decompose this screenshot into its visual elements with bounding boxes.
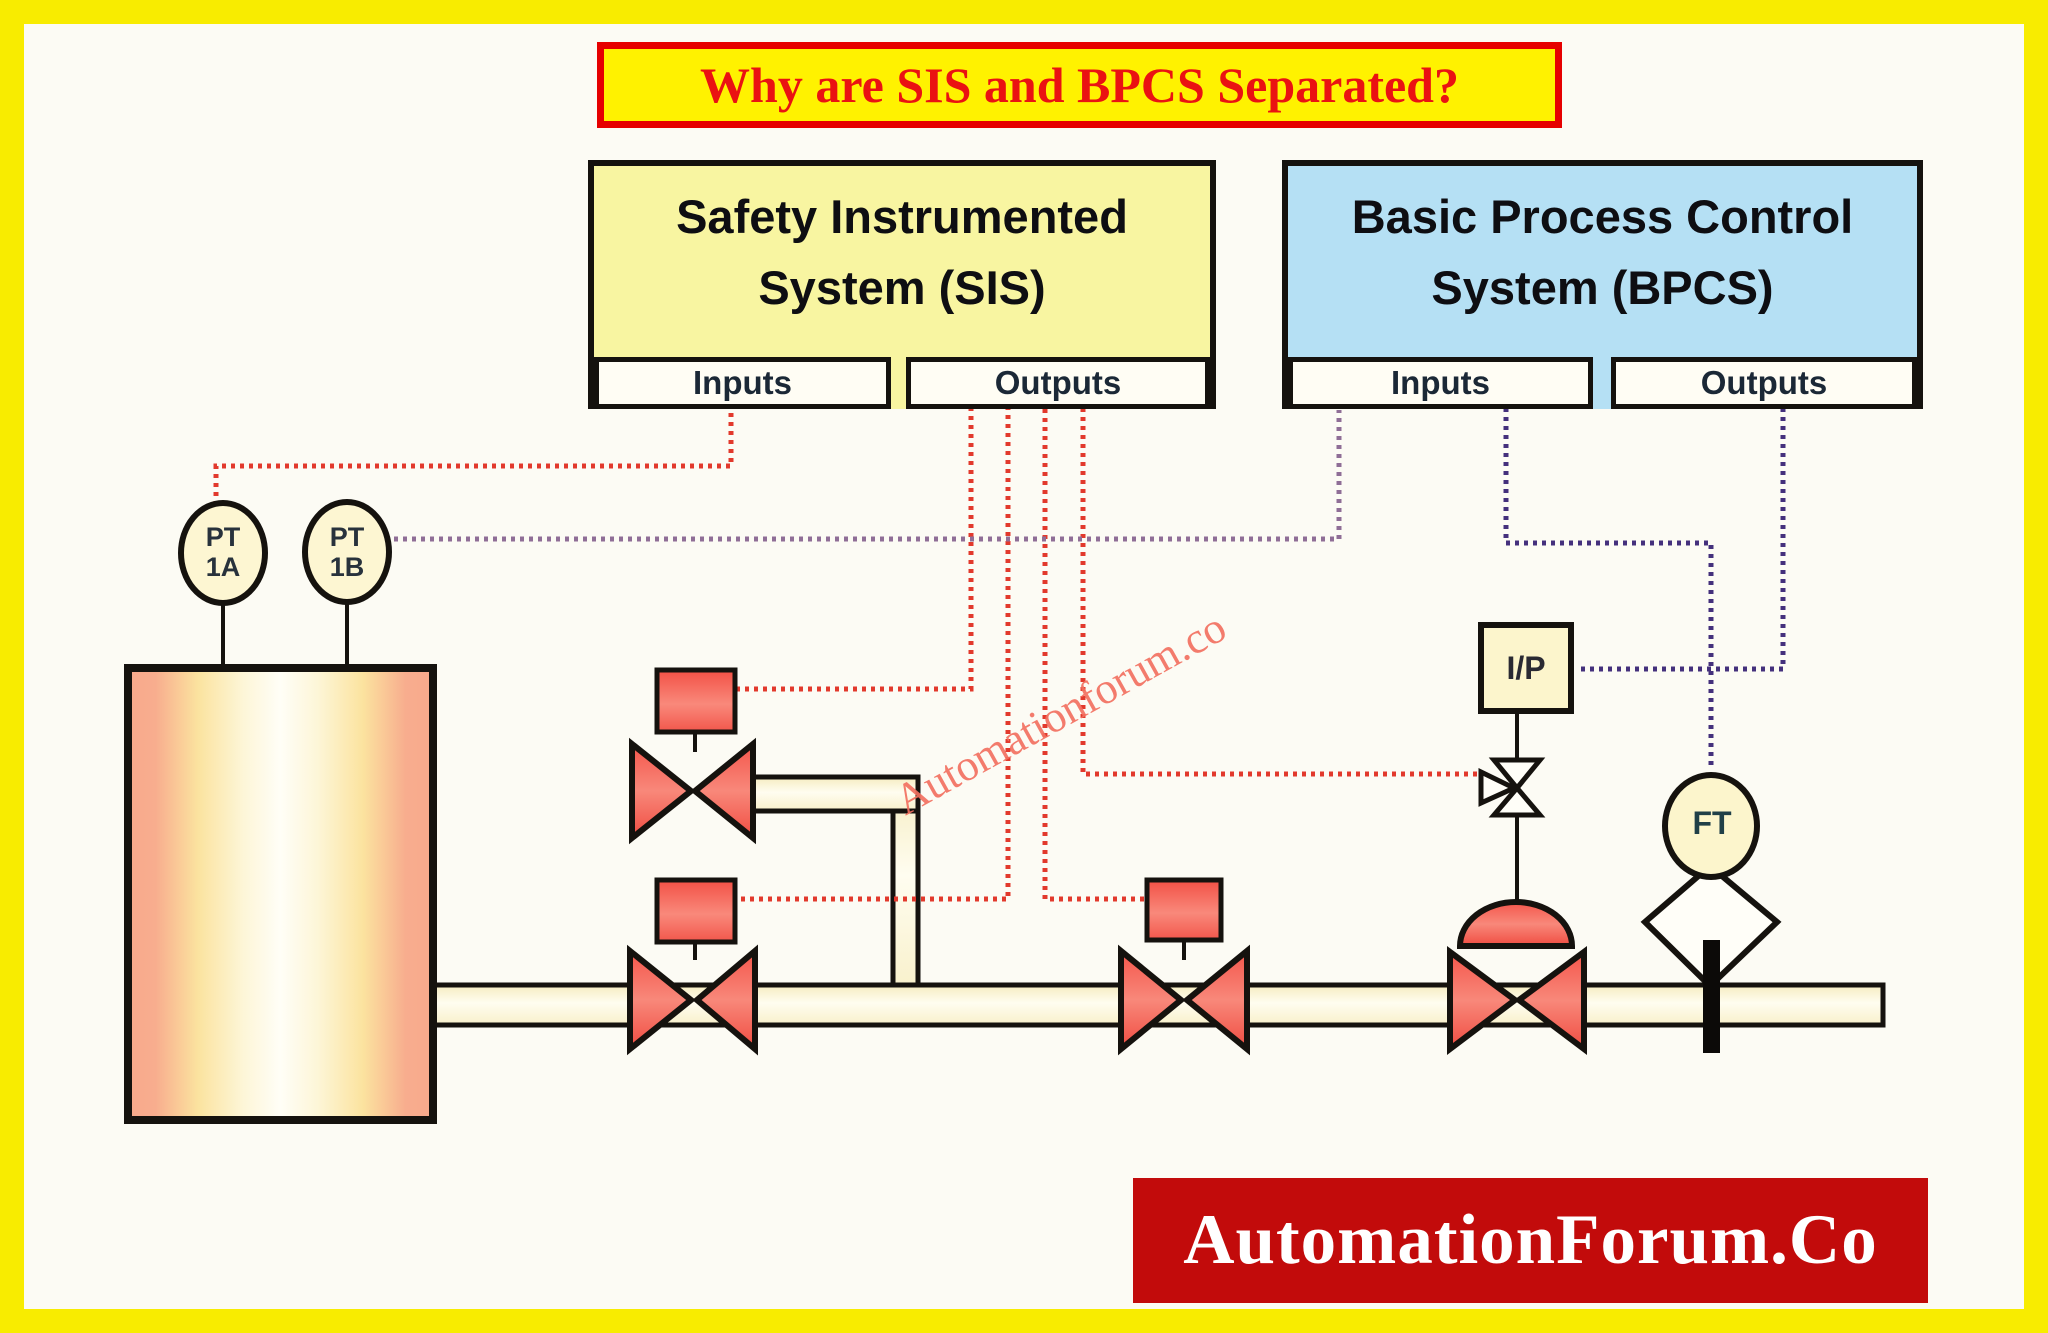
sis-signal-lines	[213, 408, 1477, 902]
pt1a-label: PT 1A	[205, 522, 241, 583]
sis-inputs-box: Inputs	[594, 357, 891, 409]
bpcs-system-box: Basic Process Control System (BPCS) Inpu…	[1282, 160, 1923, 409]
ft-bubble	[1662, 772, 1760, 880]
signal-ft-to-bpcs-inputs	[1503, 408, 1714, 770]
pt1b-label: PT 1B	[329, 522, 365, 583]
ft-label: FT	[1692, 805, 1732, 841]
brand-banner-text: AutomationForum.Co	[1183, 1201, 1878, 1279]
sis-system-box: Safety Instrumented System (SIS) Inputs …	[588, 160, 1216, 409]
signal-sis-to-shutdown-valve2	[1042, 408, 1144, 902]
bypass-valve	[629, 667, 756, 845]
instrument-stems	[221, 602, 1519, 960]
signal-sis-to-shutdown-valve1	[741, 408, 1011, 902]
bpcs-system-title: Basic Process Control System (BPCS)	[1351, 190, 1854, 314]
signal-bpcs-to-ip	[1579, 408, 1786, 672]
flow-element-diamond	[1640, 862, 1782, 991]
bypass-pipe	[749, 774, 921, 996]
process-tank	[124, 664, 437, 1124]
shutdown-valve-2-actuator	[1144, 877, 1224, 943]
page-title-text: Why are SIS and BPCS Separated?	[700, 57, 1459, 113]
page-title: Why are SIS and BPCS Separated?	[597, 42, 1562, 128]
bpcs-outputs-box: Outputs	[1611, 357, 1917, 409]
signal-pt1a-to-sis-inputs	[213, 410, 734, 505]
bpcs-outputs-label: Outputs	[1700, 364, 1828, 401]
shutdown-valve-2	[1118, 877, 1250, 1056]
sis-inputs-label: Inputs	[693, 364, 792, 401]
sis-outputs-label: Outputs	[994, 364, 1122, 401]
solenoid-three-way-valve	[1478, 757, 1546, 818]
ip-converter-label: I/P	[1506, 649, 1546, 686]
bpcs-inputs-label: Inputs	[1391, 364, 1490, 401]
shutdown-valve-1-actuator	[654, 877, 738, 945]
signal-pt1b-to-bpcs-inputs	[394, 410, 1342, 542]
control-valve-diaphragm	[1456, 899, 1576, 949]
signal-sis-to-bypass-valve	[736, 408, 974, 692]
pt1b-bubble	[302, 499, 392, 605]
shutdown-valve-1	[627, 877, 758, 1056]
bypass-valve-actuator	[654, 667, 738, 735]
ip-converter-box: I/P	[1478, 622, 1574, 714]
sis-system-title: Safety Instrumented System (SIS)	[676, 190, 1128, 314]
control-valve	[1447, 899, 1587, 1056]
brand-banner: AutomationForum.Co	[1133, 1178, 1928, 1303]
signal-sis-to-solenoid	[1080, 408, 1477, 777]
sis-outputs-box: Outputs	[906, 357, 1210, 409]
bpcs-inputs-box: Inputs	[1288, 357, 1593, 409]
pt1a-bubble	[178, 500, 268, 606]
bpcs-signal-lines	[394, 408, 1786, 770]
orifice-plate	[1703, 940, 1720, 1053]
